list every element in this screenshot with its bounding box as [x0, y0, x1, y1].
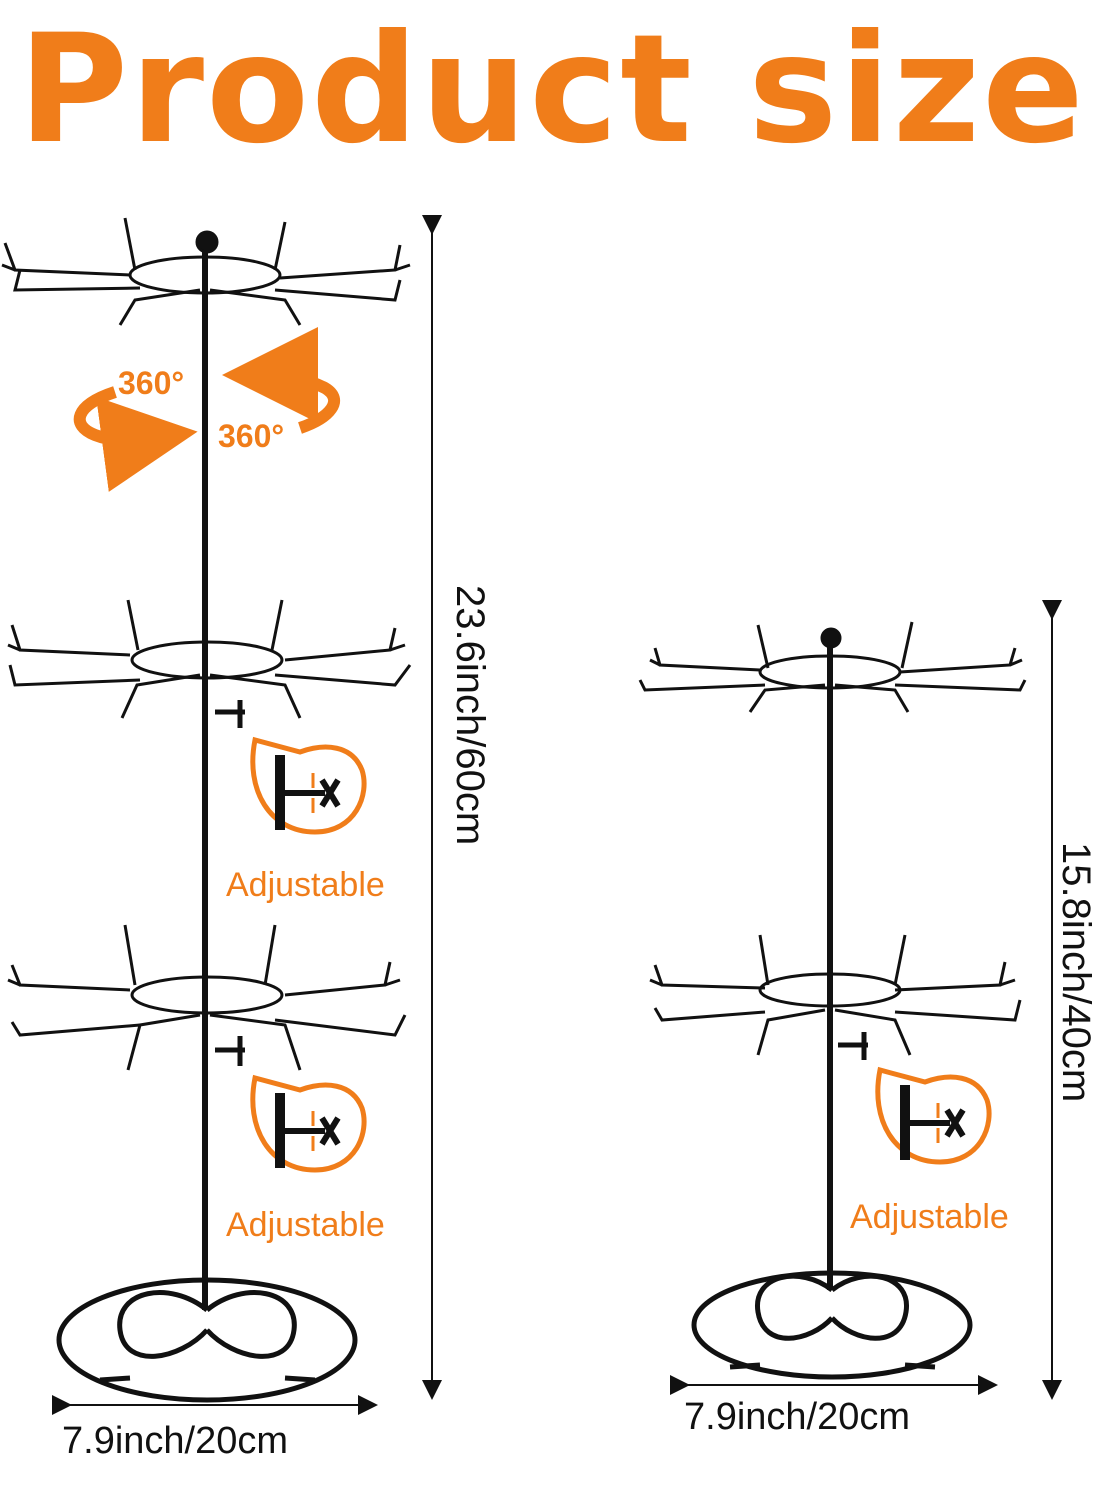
- short-rack-tier-1: [638, 621, 1027, 713]
- tall-adjustable-label-1: Adjustable: [226, 866, 385, 904]
- short-rack: [638, 621, 1027, 1380]
- rotation-label-2: 360°: [218, 418, 285, 454]
- short-height-label: 15.8inch/40cm: [1054, 842, 1098, 1103]
- rotation-arrows-icon: [73, 327, 341, 492]
- tall-rack-tier-2: [7, 599, 412, 728]
- tall-rack: [1, 217, 412, 1403]
- page-title: Product size: [18, 3, 1086, 177]
- tall-rack-tier-1: [1, 217, 411, 326]
- tall-adjust-callout-2: [250, 1074, 367, 1173]
- short-width-label: 7.9inch/20cm: [684, 1396, 911, 1438]
- tall-height-label: 23.6inch/60cm: [448, 585, 492, 846]
- short-rack-tier-2: [649, 934, 1022, 1060]
- short-rack-base: [691, 1270, 973, 1380]
- rotation-label-1: 360°: [118, 365, 185, 401]
- tall-width-label: 7.9inch/20cm: [62, 1420, 289, 1462]
- short-adjustable-label: Adjustable: [850, 1198, 1009, 1236]
- tall-adjust-callout-1: [250, 736, 367, 835]
- tall-adjustable-label-2: Adjustable: [226, 1206, 385, 1244]
- tall-rack-tier-3: [7, 924, 407, 1071]
- short-adjust-callout: [875, 1066, 992, 1165]
